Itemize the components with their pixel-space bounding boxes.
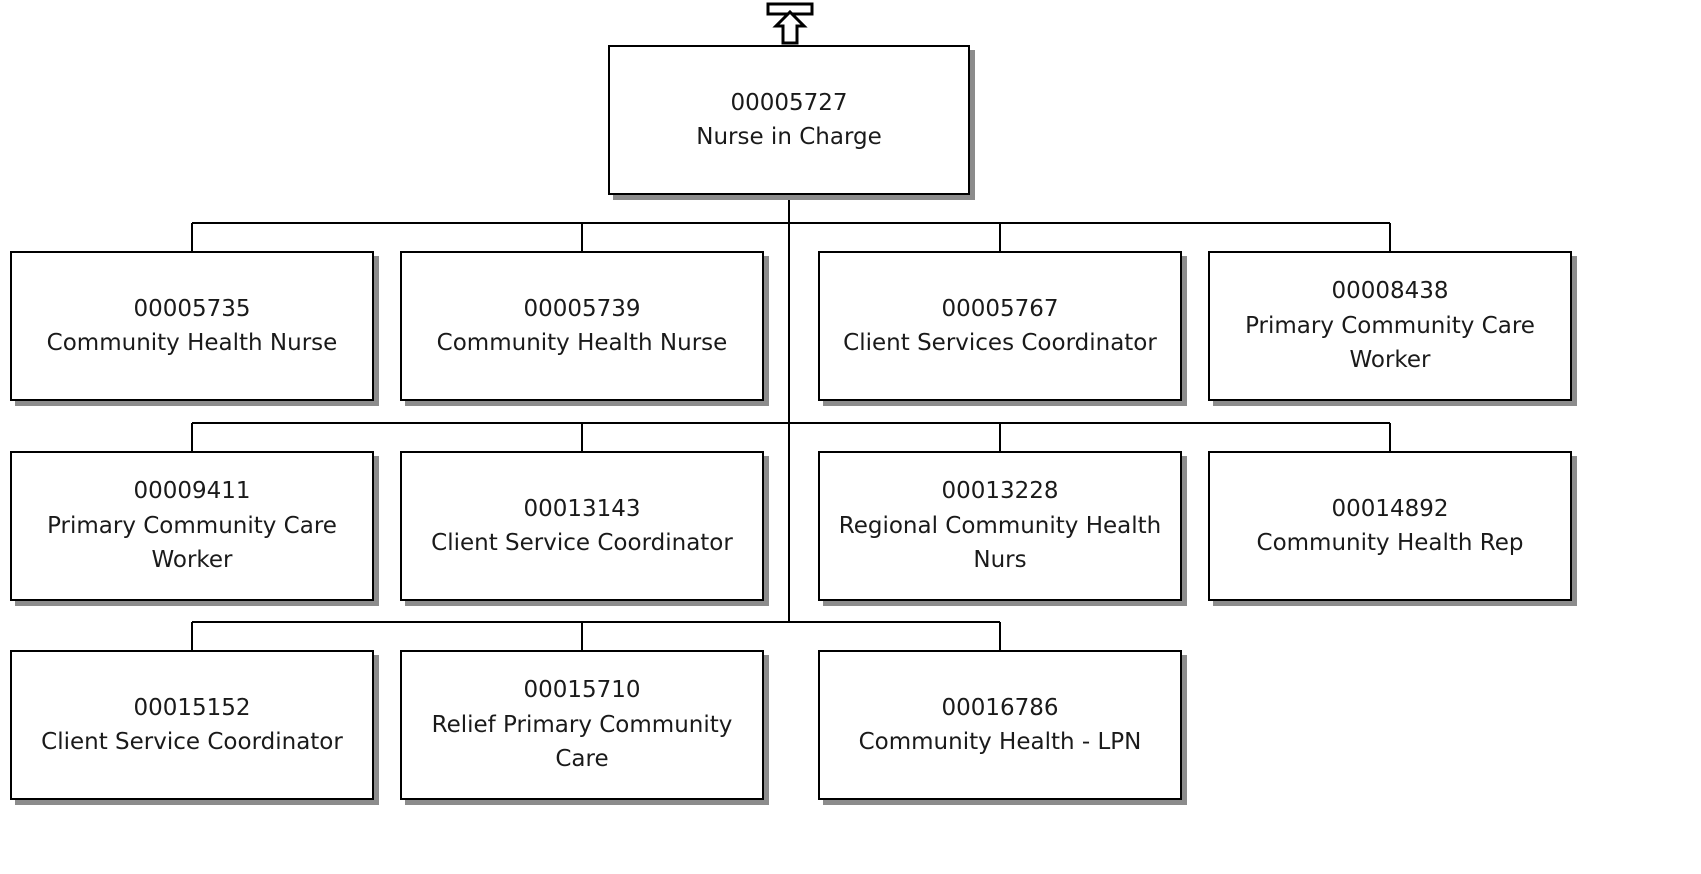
position-box[interactable]: 00016786 Community Health - LPN [818,650,1182,800]
position-title: Regional Community Health Nurs [838,512,1162,574]
position-box[interactable]: 00015152 Client Service Coordinator [10,650,374,800]
position-id: 00009411 [133,478,251,505]
position-title: Relief Primary Community Care [431,711,733,773]
position-box[interactable]: 00005735 Community Health Nurse [10,251,374,401]
position-box[interactable]: 00013228 Regional Community Health Nurs [818,451,1182,601]
position-id: 00005735 [133,295,251,322]
position-title: Primary Community Care Worker [47,512,337,574]
position-id: 00005767 [941,295,1059,322]
position-title: Community Health Nurse [436,330,728,356]
position-box-root[interactable]: 00005727 Nurse in Charge [608,45,970,195]
position-id: 00014892 [1331,495,1449,522]
position-id: 00005727 [730,89,848,116]
position-box[interactable]: 00015710 Relief Primary Community Care [400,650,764,800]
position-title: Community Health Rep [1256,530,1524,556]
position-title: Nurse in Charge [696,124,882,150]
navigate-up-icon[interactable] [766,2,814,46]
position-box[interactable]: 00013143 Client Service Coordinator [400,451,764,601]
position-title: Community Health - LPN [858,729,1142,755]
position-id: 00005739 [523,295,641,322]
position-id: 00016786 [941,694,1059,721]
position-id: 00015152 [133,694,251,721]
position-title: Client Services Coordinator [843,330,1157,356]
position-title: Primary Community Care Worker [1245,312,1535,374]
position-id: 00013143 [523,495,641,522]
position-title: Client Service Coordinator [431,530,733,556]
position-box[interactable]: 00005767 Client Services Coordinator [818,251,1182,401]
position-box[interactable]: 00008438 Primary Community Care Worker [1208,251,1572,401]
position-box[interactable]: 00005739 Community Health Nurse [400,251,764,401]
position-id: 00008438 [1331,278,1449,305]
position-id: 00013228 [941,478,1059,505]
position-box[interactable]: 00009411 Primary Community Care Worker [10,451,374,601]
position-title: Community Health Nurse [46,330,338,356]
position-title: Client Service Coordinator [41,729,343,755]
position-box[interactable]: 00014892 Community Health Rep [1208,451,1572,601]
position-id: 00015710 [523,677,641,704]
